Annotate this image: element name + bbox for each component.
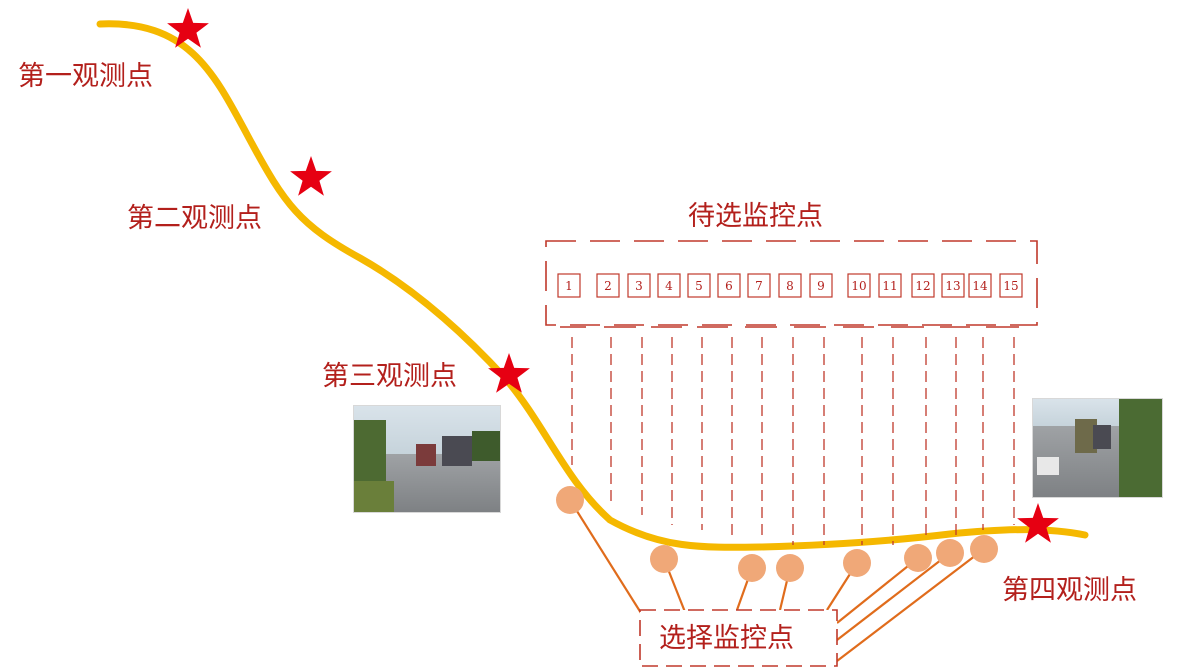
candidate-number: 2 (604, 279, 612, 293)
star-icon (1017, 503, 1059, 543)
circle-marker-icon (650, 545, 678, 573)
candidate-box-10 (847, 273, 871, 298)
circle-marker-icon (738, 554, 766, 582)
selected-points (556, 486, 998, 582)
star-icon (290, 156, 332, 196)
candidate-box-2 (596, 273, 620, 298)
candidate-box-12 (911, 273, 935, 298)
candidate-box-7 (747, 273, 771, 298)
candidate-number: 3 (635, 279, 643, 293)
obs-label-3: 第三观测点 (322, 361, 457, 392)
candidate-box-3 (627, 273, 651, 298)
candidate-number: 8 (786, 279, 794, 293)
candidate-number: 6 (725, 279, 733, 293)
candidate-number: 7 (755, 279, 763, 293)
candidate-number: 4 (665, 279, 673, 293)
candidate-box-5 (687, 273, 711, 298)
circle-marker-icon (776, 554, 804, 582)
candidate-box-1 (557, 273, 581, 298)
candidate-number: 13 (945, 279, 960, 293)
candidate-frame (545, 240, 1038, 326)
candidate-box-13 (941, 273, 965, 298)
obs-label-1: 第一观测点 (18, 61, 153, 92)
candidate-number: 14 (972, 279, 988, 293)
circle-marker-icon (904, 544, 932, 572)
selected-title: 选择监控点 (659, 623, 794, 654)
circle-marker-icon (843, 549, 871, 577)
circle-marker-icon (556, 486, 584, 514)
circle-marker-icon (970, 535, 998, 563)
candidate-number: 12 (915, 279, 930, 293)
candidate-box-11 (878, 273, 902, 298)
candidate-box-9 (809, 273, 833, 298)
candidate-number: 1 (565, 279, 573, 293)
obs-label-4: 第四观测点 (1002, 575, 1137, 606)
candidate-box-14 (968, 273, 992, 298)
candidate-box-4 (657, 273, 681, 298)
road-curve (96, 20, 1089, 551)
candidate-box-6 (717, 273, 741, 298)
candidate-title: 待选监控点 (688, 201, 823, 232)
camera-photo-4 (1032, 398, 1163, 498)
candidate-number: 15 (1003, 279, 1018, 293)
obs-label-2: 第二观测点 (127, 203, 262, 234)
candidate-number: 5 (695, 279, 703, 293)
candidate-number: 10 (851, 279, 866, 293)
candidate-number: 11 (882, 279, 897, 293)
selected-frame (639, 609, 838, 667)
circle-marker-icon (936, 539, 964, 567)
candidate-box-15 (999, 273, 1023, 298)
camera-photo-3 (353, 405, 501, 513)
candidate-box-8 (778, 273, 802, 298)
candidate-number: 9 (817, 279, 825, 293)
